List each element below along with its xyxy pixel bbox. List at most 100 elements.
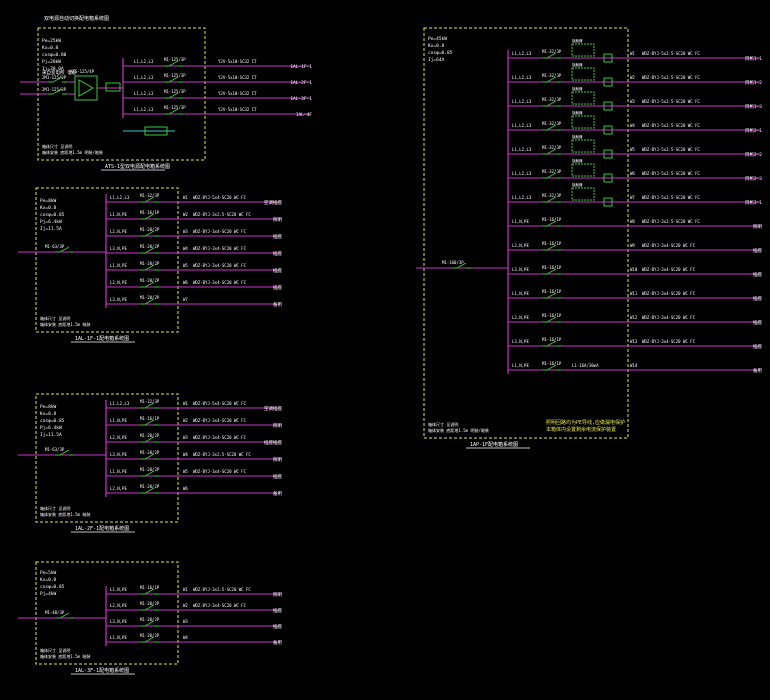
breaker-icon [542, 268, 561, 275]
breaker-icon [140, 247, 159, 254]
thermal-relay-icon [603, 125, 613, 135]
circuit-tag: W4 [183, 635, 188, 640]
circuit-phase: L1,L2,L3 [134, 59, 154, 64]
circuit-destination: 照明 [273, 217, 282, 223]
breaker-blade [144, 213, 155, 220]
circuit-breaker-label: M1-20/2P [140, 633, 160, 638]
circuit-breaker-label: M1-32/3P [542, 97, 562, 102]
circuit-phase: L1,L2,L3 [512, 195, 532, 200]
breaker-icon [55, 612, 74, 619]
breaker-blade [144, 470, 155, 477]
circuit-breaker-label: M1-32/3P [542, 193, 562, 198]
contactor-label: 接触器 [572, 158, 583, 163]
breaker-blade [546, 316, 557, 323]
contactor-label: 接触器 [572, 110, 583, 115]
breaker-icon [55, 246, 74, 253]
circuit-cable: YJV-5x10-SC32 CT [218, 75, 257, 80]
panel-parameter: Pe=45kW [428, 36, 447, 42]
breaker-blade [59, 246, 70, 253]
circuit-phase: L3,N,PE [110, 619, 127, 624]
panel-footer: 箱体尺寸 见说明 [40, 315, 70, 321]
contactor-icon [571, 91, 595, 105]
circuit-breaker-label: M1-16/1P [542, 217, 562, 222]
breaker-icon [542, 172, 561, 179]
contactor-label: 接触器 [572, 38, 583, 43]
panel-parameter: Pe=5kW [40, 570, 57, 576]
breaker-icon [140, 196, 159, 203]
breaker-blade [52, 88, 63, 95]
circuit-breaker-label: M1-20/2P [140, 450, 160, 455]
thermal-relay-icon [603, 101, 613, 111]
panel-parameter: Kx=0.8 [428, 43, 445, 49]
circuit-breaker-label: M1-32/3P [140, 399, 160, 404]
breaker-blade [546, 76, 557, 83]
circuit-cable: WDZ-BYJ-5x2.5-SC20 WC FC [642, 51, 700, 56]
circuit-tag: W8 [630, 219, 635, 224]
circuit-cable: WDZ-BYJ-3x4-SC20 WC FC [193, 280, 247, 285]
circuit-destination: 风机2-2 [745, 151, 762, 158]
circuit-destination: 风机3-1 [745, 199, 762, 206]
circuit-destination: 照明 [273, 457, 282, 463]
breaker-icon [140, 453, 159, 460]
circuit-destination: 插座 [753, 319, 762, 326]
circuit-tag: W4 [183, 452, 188, 457]
breaker-icon [542, 100, 561, 107]
floor-2-panel: Pe=8kWKx=0.8cosφ=0.85Pj=6.4kWIj=11.5AM1-… [18, 393, 282, 533]
breaker-icon [48, 88, 67, 95]
circuit-tag: W4 [183, 246, 188, 251]
breaker-icon [542, 220, 561, 227]
breaker-icon [55, 449, 74, 456]
panel-footer: 箱体安装 底距地1.5m 明装/暗装 [428, 427, 489, 433]
meter-box [105, 82, 121, 92]
breaker-blade [144, 620, 155, 627]
incoming-breaker-label: M1-63/3P [45, 447, 65, 452]
circuit-destination: 插座 [273, 623, 282, 630]
circuit-destination: 1AL-1F-1 [290, 64, 312, 70]
circuit-phase: L1,N,PE [110, 587, 127, 592]
right-panel: Pe=45kWKx=0.8cosφ=0.85Ij=64AM1-160/3P照明回… [416, 27, 762, 449]
breaker-icon [140, 402, 159, 409]
breaker-icon [542, 196, 561, 203]
circuit-destination: 空调插座 [264, 199, 282, 206]
breaker-blade [144, 604, 155, 611]
circuit-breaker-label: M1-32/3P [542, 73, 562, 78]
circuit-breaker-label: M1-16/1P [542, 241, 562, 246]
panel-parameter: Pj=6.4kW [40, 219, 62, 225]
circuit-cable: WDZ-BYJ-3x4-SC20 WC FC [642, 339, 696, 344]
panel-parameter: cosφ=0.85 [428, 50, 453, 56]
panel-footer: 箱体安装 底距地1.5m 暗装 [40, 321, 90, 327]
circuit-destination: 插座 [753, 247, 762, 254]
circuit-cable: WDZ-BYJ-3x4-SC20 WC FC [193, 418, 247, 423]
panel-parameter: Pj=6.4kW [40, 425, 62, 431]
circuit-breaker-label: M1-16/1P [542, 361, 562, 366]
circuit-tag: W4 [630, 123, 635, 128]
contactor-icon [571, 67, 595, 81]
breaker-blade [59, 612, 70, 619]
panel-parameter: Ij=11.5A [40, 432, 62, 438]
circuit-destination: 插座 [273, 250, 282, 257]
circuit-phase: L3,N,PE [110, 246, 127, 251]
breaker-blade [546, 172, 557, 179]
circuit-destination: 照明 [273, 592, 282, 598]
circuit-breaker-label: M1-32/3P [542, 121, 562, 126]
circuit-cable: WDZ-BYJ-3x2.5-SC20 WC FC [193, 587, 251, 592]
circuit-tag: W9 [630, 243, 635, 248]
breaker-blade [144, 264, 155, 271]
circuit-cable: YJV-5x10-SC32 CT [218, 91, 257, 96]
panel-note: 照明回路均为PE导线,应做漏电保护 [546, 419, 625, 426]
floor-1-panel: Pe=8kWKx=0.8cosφ=0.85Pj=6.4kWIj=11.5AM1-… [18, 187, 282, 343]
breaker-blade [144, 453, 155, 460]
circuit-breaker-label: M1-20/2P [140, 261, 160, 266]
circuit-tag: W13 [630, 339, 638, 344]
circuit-destination: 插座 [753, 271, 762, 278]
